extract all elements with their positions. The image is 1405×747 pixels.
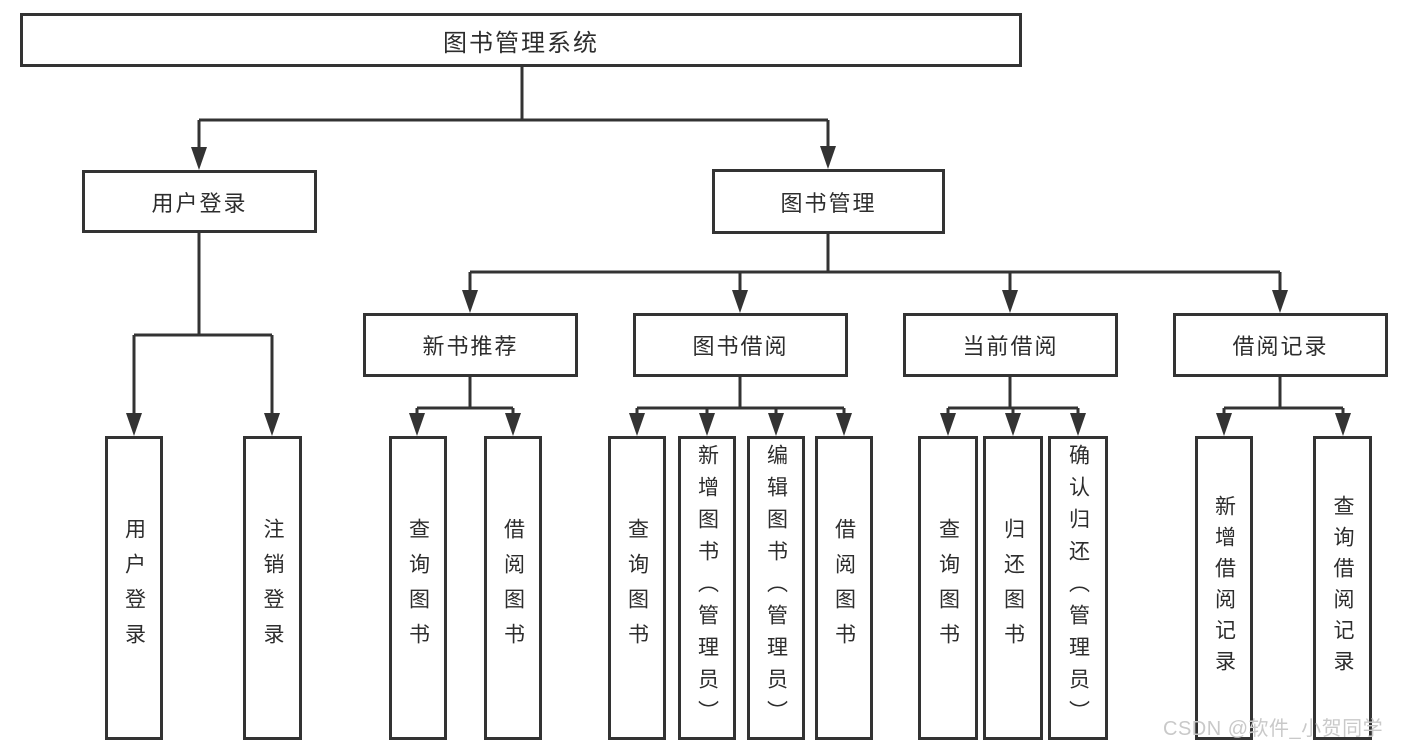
leaf-user-login: 用户登录 bbox=[105, 436, 163, 740]
node-book-borrow: 图书借阅 bbox=[633, 313, 848, 377]
arrowhead-icon bbox=[409, 413, 425, 436]
leaf-bb-borrow-books: 借阅图书 bbox=[815, 436, 873, 740]
leaf-bb-edit-books: 编辑图书（管理员） bbox=[747, 436, 805, 740]
leaf-cb-confirm-return: 确认归还（管理员） bbox=[1048, 436, 1108, 740]
arrowhead-icon bbox=[836, 413, 852, 436]
node-book-borrow-label: 图书借阅 bbox=[692, 334, 789, 359]
leaf-logout-label: 注销登录 bbox=[261, 518, 284, 658]
arrowhead-icon bbox=[629, 413, 645, 436]
leaf-bb-add-books-label: 新增图书（管理员） bbox=[695, 444, 719, 732]
node-new-books-label: 新书推荐 bbox=[422, 334, 519, 359]
node-borrow-records-label: 借阅记录 bbox=[1232, 334, 1329, 359]
leaf-bb-query-books: 查询图书 bbox=[608, 436, 666, 740]
leaf-nb-query-books: 查询图书 bbox=[389, 436, 447, 740]
arrowhead-icon bbox=[126, 413, 142, 436]
arrowhead-icon bbox=[1005, 413, 1021, 436]
leaf-bb-add-books: 新增图书（管理员） bbox=[678, 436, 736, 740]
leaf-nb-query-books-label: 查询图书 bbox=[406, 518, 430, 658]
leaf-bb-query-books-label: 查询图书 bbox=[625, 518, 649, 658]
leaf-br-query-record-label: 查询借阅记录 bbox=[1331, 495, 1354, 681]
leaf-bb-edit-books-label: 编辑图书（管理员） bbox=[764, 444, 788, 732]
node-borrow-records: 借阅记录 bbox=[1173, 313, 1388, 377]
arrowhead-icon bbox=[1335, 413, 1351, 436]
leaf-br-add-record: 新增借阅记录 bbox=[1195, 436, 1253, 740]
leaf-br-query-record: 查询借阅记录 bbox=[1313, 436, 1372, 740]
arrowhead-icon bbox=[1002, 290, 1018, 313]
leaf-nb-borrow-books: 借阅图书 bbox=[484, 436, 542, 740]
leaf-cb-return-books-label: 归还图书 bbox=[1001, 518, 1025, 658]
node-root: 图书管理系统 bbox=[20, 13, 1022, 67]
node-book-mgmt-label: 图书管理 bbox=[780, 190, 877, 216]
arrowhead-icon bbox=[462, 290, 478, 313]
leaf-cb-confirm-return-label: 确认归还（管理员） bbox=[1066, 444, 1090, 732]
leaf-cb-return-books: 归还图书 bbox=[983, 436, 1043, 740]
arrowhead-icon bbox=[940, 413, 956, 436]
leaf-cb-query-books: 查询图书 bbox=[918, 436, 978, 740]
node-book-mgmt: 图书管理 bbox=[712, 169, 945, 234]
arrowhead-icon bbox=[820, 146, 836, 169]
arrowhead-icon bbox=[505, 413, 521, 436]
leaf-cb-query-books-label: 查询图书 bbox=[936, 518, 960, 658]
leaf-user-login-label: 用户登录 bbox=[122, 518, 146, 658]
watermark: CSDN @软件_小贺同学 bbox=[1163, 718, 1384, 740]
node-user-login: 用户登录 bbox=[82, 170, 317, 233]
node-user-login-label: 用户登录 bbox=[151, 190, 248, 216]
leaf-bb-borrow-books-label: 借阅图书 bbox=[832, 518, 856, 658]
connector-lines bbox=[132, 67, 1345, 432]
arrowhead-icon bbox=[1272, 290, 1288, 313]
node-current-borrow-label: 当前借阅 bbox=[962, 334, 1059, 359]
arrowhead-icon bbox=[191, 147, 207, 170]
node-root-label: 图书管理系统 bbox=[443, 29, 599, 57]
arrowhead-icon bbox=[264, 413, 280, 436]
arrowhead-icon bbox=[768, 413, 784, 436]
arrowhead-icon bbox=[732, 290, 748, 313]
arrowhead-icon bbox=[699, 413, 715, 436]
leaf-br-add-record-label: 新增借阅记录 bbox=[1212, 495, 1236, 681]
arrowhead-icon bbox=[1216, 413, 1232, 436]
leaf-nb-borrow-books-label: 借阅图书 bbox=[501, 518, 525, 658]
arrowhead-icon bbox=[1070, 413, 1086, 436]
node-current-borrow: 当前借阅 bbox=[903, 313, 1118, 377]
leaf-logout: 注销登录 bbox=[243, 436, 302, 740]
node-new-books: 新书推荐 bbox=[363, 313, 578, 377]
